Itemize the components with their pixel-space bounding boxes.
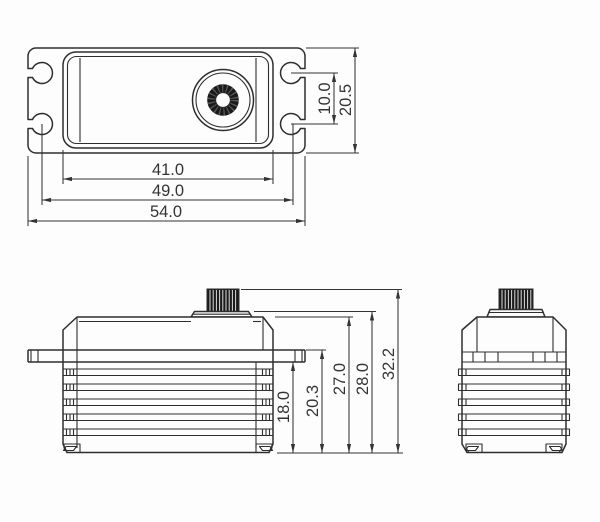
side-spline-shaft	[486, 288, 546, 318]
dim-height-collar-top: 28.0	[254, 310, 376, 453]
dim-overall-width: 54.0	[27, 156, 306, 226]
front-body-outline	[62, 316, 274, 454]
dim-slot-span: 49.0	[41, 124, 294, 205]
dim-label-20-3: 20.3	[304, 385, 322, 417]
dim-label-32-2: 32.2	[380, 348, 398, 380]
top-view: 41.0 49.0 54.0 10.0 20.5	[27, 47, 359, 226]
dim-case-width: 41.0	[62, 150, 274, 184]
dim-height-case-top: 27.0	[275, 316, 353, 453]
dim-label-27: 27.0	[331, 363, 349, 395]
side-flange-band	[462, 351, 566, 363]
output-shaft	[191, 68, 255, 132]
case-chamfer-line	[66, 55, 270, 145]
side-cooling-fins	[457, 368, 571, 437]
dim-depth: 20.5	[306, 47, 359, 154]
dim-label-49: 49.0	[152, 182, 184, 200]
front-mounting-flange	[27, 349, 306, 363]
side-feet	[464, 443, 564, 454]
dim-slot-pitch: 10.0	[291, 72, 338, 125]
side-view	[457, 288, 571, 454]
front-view: 18.0 20.3 27.0 28.0 32.2	[27, 288, 403, 454]
case-outline	[62, 51, 274, 149]
front-spline-shaft	[190, 288, 253, 318]
dim-height-flange-bottom: 18.0	[275, 362, 296, 453]
dim-label-18: 18.0	[275, 391, 293, 423]
front-feet	[62, 443, 274, 454]
dim-label-28: 28.0	[354, 363, 372, 395]
front-cooling-fins	[63, 368, 273, 437]
side-body-outline	[461, 316, 567, 454]
dim-height-flange-top: 20.3	[304, 349, 326, 453]
side-shaft-collar	[486, 308, 546, 318]
dim-label-54: 54.0	[150, 203, 182, 221]
dim-label-10: 10.0	[316, 82, 334, 114]
dim-label-20-5: 20.5	[337, 84, 355, 116]
dim-overall-height: 32.2	[241, 288, 402, 453]
dim-label-41: 41.0	[152, 161, 184, 179]
